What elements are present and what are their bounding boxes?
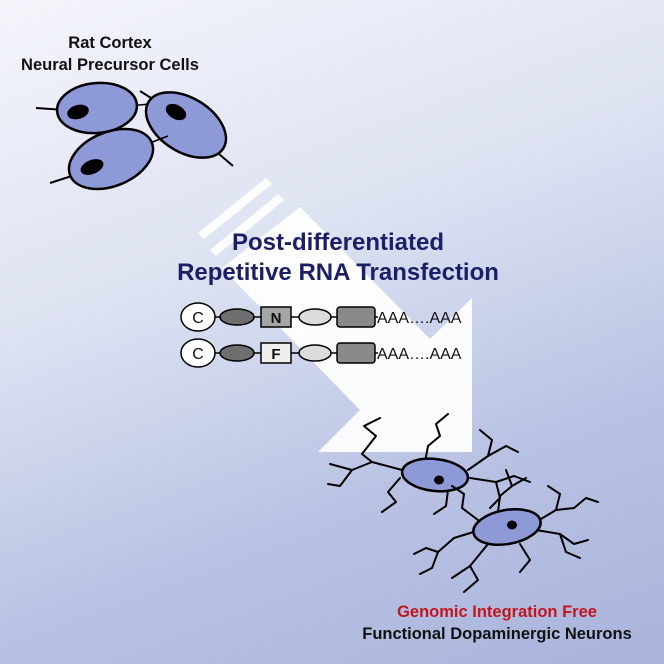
rna-construct: C F AAA….AAA	[180, 338, 462, 368]
utr3-element	[298, 308, 332, 326]
title-line: Repetitive RNA Transfection	[177, 259, 499, 286]
utr5-element	[219, 344, 255, 362]
cap-circle	[180, 302, 216, 332]
polya-tail: AAA….AAA	[377, 310, 462, 327]
neuron	[327, 413, 531, 515]
gene-label: F	[271, 346, 280, 363]
cap-circle	[180, 338, 216, 368]
cap-label: C	[192, 346, 204, 363]
coding-element	[336, 342, 376, 364]
rna-construct: C N AAA….AAA	[180, 302, 462, 332]
neuron	[413, 469, 599, 593]
utr3-element	[298, 344, 332, 362]
caption-line: Neural Precursor Cells	[21, 56, 199, 74]
precursor-cell	[49, 127, 169, 191]
polya-tail: AAA….AAA	[377, 346, 462, 363]
precursor-cell	[35, 81, 151, 135]
rna-constructs: C N AAA….AAA C F AAA….AAA	[180, 302, 462, 368]
utr5-element	[219, 308, 255, 326]
gene-label: N	[271, 310, 282, 327]
gene-box	[260, 306, 292, 328]
outcome-caption: Genomic Integration Free Functional Dopa…	[327, 601, 664, 645]
process-arrow	[198, 178, 472, 452]
title-line: Post-differentiated	[231, 229, 444, 256]
coding-element	[336, 306, 376, 328]
source-cells-caption: Rat Cortex Neural Precursor Cells	[0, 32, 270, 76]
precursor-cells	[35, 81, 234, 191]
outcome-highlight: Genomic Integration Free	[397, 603, 597, 621]
cap-label: C	[192, 310, 204, 327]
method-title: Post-differentiated Repetitive RNA Trans…	[128, 228, 548, 288]
outcome-line: Functional Dopaminergic Neurons	[362, 625, 632, 643]
caption-line: Rat Cortex	[68, 34, 152, 52]
dopaminergic-neurons	[327, 413, 599, 593]
gene-box	[260, 342, 292, 364]
precursor-cell	[139, 90, 234, 167]
